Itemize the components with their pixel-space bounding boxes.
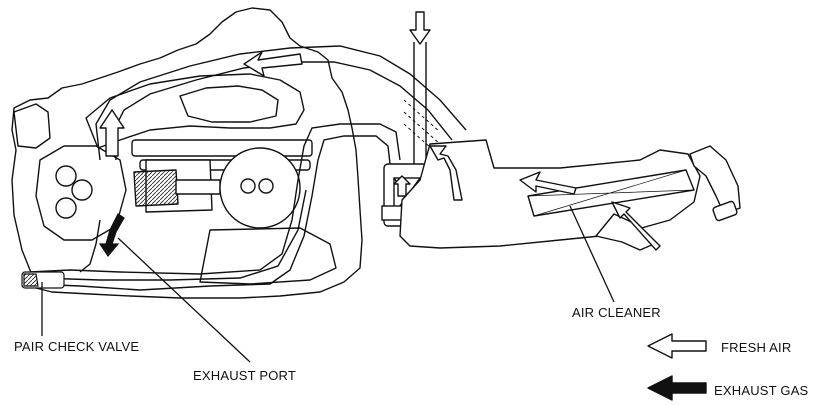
legend-exhaust-gas-label: EXHAUST GAS (714, 383, 809, 398)
valve-port-2 (71, 179, 93, 201)
piston (133, 169, 179, 207)
check-valve-cap (23, 273, 39, 287)
fresh-air-arrow-into-cleaner (519, 171, 577, 195)
fresh-air-arrow-up-hose (429, 145, 463, 201)
exhaust-pipe-lower (31, 135, 391, 291)
vacuum-pipe (403, 42, 441, 164)
lower-crankcase (199, 227, 337, 285)
fresh-air-arrow-intake (611, 201, 661, 251)
exhaust-pipe-mid (39, 189, 307, 281)
head-fin-1 (131, 139, 313, 157)
vacuum-pipe-dashes (403, 99, 441, 157)
air-cleaner-housing (399, 139, 741, 251)
snorkel-clamp (712, 200, 738, 222)
fresh-air-arrow-valve-up (393, 175, 411, 197)
valve-port-3 (55, 197, 77, 219)
label-air-cleaner: AIR CLEANER (572, 305, 661, 320)
exhaust-runner (79, 219, 101, 273)
legend-exhaust-gas-arrow (647, 375, 707, 401)
engine-block (11, 7, 363, 299)
valve-port-1 (55, 165, 77, 187)
exhaust-gas-arrow-port (98, 213, 125, 258)
pair-check-valve-assembly (21, 271, 65, 289)
legend-fresh-air-label: FRESH AIR (721, 340, 792, 355)
crank-bolt-1 (240, 178, 256, 194)
exhaust-pipe (29, 123, 401, 291)
legend-fresh-air-arrow (647, 333, 707, 359)
air-cleaner-mesh (527, 169, 695, 217)
cam-housing (179, 85, 279, 123)
fresh-air-arrows (99, 11, 661, 251)
exhaust-port-leader (117, 237, 251, 363)
left-cover (13, 103, 51, 149)
fresh-air-arrow-down-top (409, 11, 431, 45)
label-exhaust-port: EXHAUST PORT (193, 368, 297, 383)
exhaust-pipe-upper (29, 123, 401, 275)
fresh-air-arrow-down-left (99, 109, 125, 157)
fresh-air-arrow-top-left (243, 51, 303, 77)
label-pair-check-valve: PAIR CHECK VALVE (14, 339, 140, 354)
pair-hose-outer (95, 45, 467, 161)
piston-rod (175, 179, 221, 195)
crank-bolt-2 (258, 178, 274, 194)
leader-lines (41, 205, 615, 363)
air-cleaner-leader (569, 205, 615, 303)
exhaust-gas-arrows (98, 213, 125, 258)
